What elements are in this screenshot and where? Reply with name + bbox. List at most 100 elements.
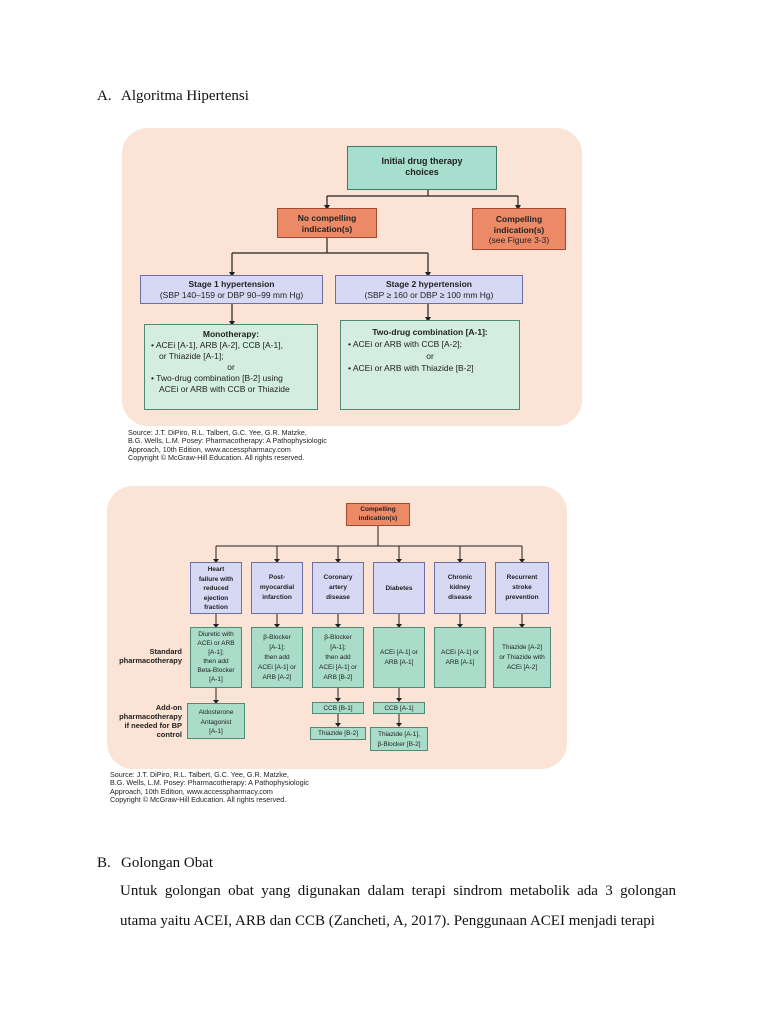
- initial-drug-therapy-label-2: choices: [405, 167, 439, 177]
- standard-stroke: Thiazide [A-2] or Thiazide with ACEi [A-…: [493, 627, 551, 688]
- standard-hf-line-2: ACEi or ARB: [197, 640, 235, 647]
- monotherapy-line-3: or: [227, 362, 235, 372]
- condition-stroke-line-1: Recurrent: [506, 574, 538, 581]
- condition-post-mi-line-3: infarction: [262, 594, 292, 601]
- condition-post-mi: Post- myocardial infarction: [251, 562, 303, 614]
- standard-label-line-1: Standard: [149, 647, 182, 656]
- figure-2-source-line-4: Copyright © McGraw-Hill Education. All r…: [110, 795, 287, 805]
- section-b-paragraph: Untuk golongan obat yang digunakan dalam…: [120, 876, 676, 936]
- addon-heart-failure: Aldosterone Antagonist [A-1]: [187, 703, 245, 739]
- condition-stroke: Recurrent stroke prevention: [495, 562, 549, 614]
- addon-cad-ccb-label: CCB [B-1]: [323, 705, 353, 712]
- condition-ckd-line-3: disease: [448, 594, 472, 601]
- standard-pmi-line-3: then add: [264, 654, 290, 661]
- condition-ckd-line-2: kidney: [449, 584, 471, 591]
- compelling-box: Compelling indication(s) (see Figure 3-3…: [472, 208, 566, 250]
- figure-2-source: Source: J.T. DiPiro, R.L. Talbert, G.C. …: [110, 770, 309, 805]
- standard-cad: β-Blocker [A-1]; then add ACEi [A-1] or …: [312, 627, 364, 688]
- addon-dm-extra: Thiazide [A-1], β-Blocker [B-2]: [370, 727, 428, 751]
- condition-cad-line-1: Coronary: [323, 574, 353, 581]
- monotherapy-line-1: • ACEi [A-1], ARB [A-2], CCB [A-1],: [151, 340, 283, 350]
- condition-stroke-line-3: prevention: [505, 594, 539, 601]
- standard-dm-line-2: ARB [A-1]: [384, 659, 414, 666]
- monotherapy-line-5: ACEi or ARB with CCB or Thiazide: [159, 384, 290, 394]
- addon-dm-extra-line-2: β-Blocker [B-2]: [377, 740, 421, 748]
- two-drug-line-2: or: [426, 351, 434, 361]
- monotherapy-title: Monotherapy:: [202, 329, 260, 339]
- section-b-title: Golongan Obat: [121, 855, 214, 871]
- standard-label-line-2: pharmacotherapy: [119, 656, 182, 665]
- addon-dm-ccb: CCB [A-1]: [373, 702, 425, 714]
- standard-dm-line-1: ACEi [A-1] or: [380, 649, 418, 656]
- section-a-title: Algoritma Hipertensi: [121, 88, 249, 104]
- addon-label-line-1: Add-on: [155, 703, 182, 712]
- condition-post-mi-line-2: myocardial: [259, 584, 295, 591]
- condition-heart-failure: Heart failure with reduced ejection frac…: [190, 562, 242, 614]
- no-compelling-box: No compelling indication(s): [277, 208, 377, 238]
- standard-cad-line-1: β-Blocker: [324, 634, 352, 641]
- condition-diabetes-line-1: Diabetes: [385, 585, 413, 592]
- standard-stroke-line-2: or Thiazide with: [499, 654, 545, 661]
- standard-ckd-line-1: ACEi [A-1] or: [441, 649, 479, 656]
- standard-ckd-line-2: ARB [A-1]: [445, 659, 475, 666]
- standard-hf-line-4: then add: [203, 658, 229, 665]
- figure-1-source-line-1: Source: J.T. DiPiro, R.L. Talbert, G.C. …: [128, 428, 307, 437]
- standard-pmi-line-1: β-Blocker: [263, 634, 291, 641]
- condition-heart-failure-line-2: failure with: [198, 575, 234, 583]
- standard-stroke-line-1: Thiazide [A-2]: [501, 644, 543, 651]
- condition-heart-failure-line-3: reduced: [203, 585, 229, 592]
- stage2-title: Stage 2 hypertension: [386, 279, 472, 289]
- two-drug-line-1: • ACEi or ARB with CCB [A-2];: [348, 339, 462, 349]
- stage2-criteria: (SBP ≥ 160 or DBP ≥ 100 mm Hg): [364, 290, 494, 300]
- addon-label-line-2: pharmacotherapy: [119, 712, 182, 721]
- stage1-box: Stage 1 hypertension (SBP 140–159 or DBP…: [140, 275, 323, 304]
- addon-dm-extra-line-1: Thiazide [A-1],: [378, 731, 420, 738]
- figure-1-source-line-2: B.G. Wells, L.M. Posey: Pharmacotherapy:…: [128, 436, 327, 446]
- standard-hf-line-1: Diuretic with: [198, 631, 234, 638]
- condition-diabetes: Diabetes: [373, 562, 425, 614]
- addon-hf-line-3: [A-1]: [209, 728, 223, 735]
- standard-pmi-line-5: ARB [A-2]: [262, 674, 292, 681]
- standard-ckd: ACEi [A-1] or ARB [A-1]: [434, 627, 486, 688]
- standard-cad-line-3: then add: [325, 654, 351, 661]
- condition-heart-failure-line-4: ejection: [203, 594, 229, 602]
- initial-drug-therapy-box: Initial drug therapy choices: [347, 146, 497, 190]
- standard-diabetes: ACEi [A-1] or ARB [A-1]: [373, 627, 425, 688]
- condition-post-mi-line-1: Post-: [268, 574, 286, 581]
- condition-heart-failure-line-5: fraction: [204, 604, 228, 611]
- standard-hf-line-3: [A-1];: [208, 649, 224, 656]
- condition-stroke-line-2: stroke: [512, 584, 532, 591]
- condition-cad-line-2: artery: [328, 584, 348, 591]
- compelling-root-label-1: Compelling: [360, 506, 396, 513]
- figure-2-source-line-2: B.G. Wells, L.M. Posey: Pharmacotherapy:…: [110, 778, 309, 788]
- addon-hf-line-1: Aldosterone: [198, 709, 234, 716]
- standard-hf-line-6: [A-1]: [209, 676, 223, 683]
- no-compelling-label-2: indication(s): [301, 223, 353, 234]
- monotherapy-line-4: • Two-drug combination [B-2] using: [151, 373, 283, 383]
- two-drug-title: Two-drug combination [A-1]:: [372, 327, 488, 337]
- condition-ckd: Chronic kidney disease: [434, 562, 486, 614]
- standard-post-mi: β-Blocker [A-1]; then add ACEi [A-1] or …: [251, 627, 303, 688]
- addon-pharmacotherapy-label: Add-on pharmacotherapy if needed for BP …: [110, 703, 182, 739]
- addon-dm-ccb-label: CCB [A-1]: [384, 705, 414, 712]
- section-a-marker: A.: [97, 88, 112, 104]
- standard-pmi-line-2: [A-1];: [269, 644, 285, 651]
- figure-1-source-line-3: Approach, 10th Edition, www.accesspharma…: [128, 444, 291, 454]
- no-compelling-label-1: No compelling: [297, 213, 357, 223]
- two-drug-box: Two-drug combination [A-1]: • ACEi or AR…: [340, 320, 520, 410]
- addon-cad-thiazide-label: Thiazide [B-2]: [317, 730, 359, 737]
- standard-cad-line-4: ACEi [A-1] or: [319, 664, 357, 671]
- compelling-label-1: Compelling: [495, 214, 543, 224]
- addon-cad-ccb: CCB [B-1]: [312, 702, 364, 714]
- standard-cad-line-2: [A-1];: [330, 644, 346, 651]
- paragraph-line-1: Untuk golongan obat yang digunakan dalam…: [120, 883, 676, 899]
- condition-heart-failure-line-1: Heart: [207, 566, 225, 573]
- condition-cad-line-3: disease: [326, 594, 350, 601]
- compelling-label-2: indication(s): [493, 224, 545, 235]
- stage1-title: Stage 1 hypertension: [188, 279, 275, 289]
- compelling-root-label-2: indication(s): [358, 514, 398, 522]
- monotherapy-box: Monotherapy: • ACEi [A-1], ARB [A-2], CC…: [144, 324, 318, 410]
- standard-pmi-line-4: ACEi [A-1] or: [258, 664, 296, 671]
